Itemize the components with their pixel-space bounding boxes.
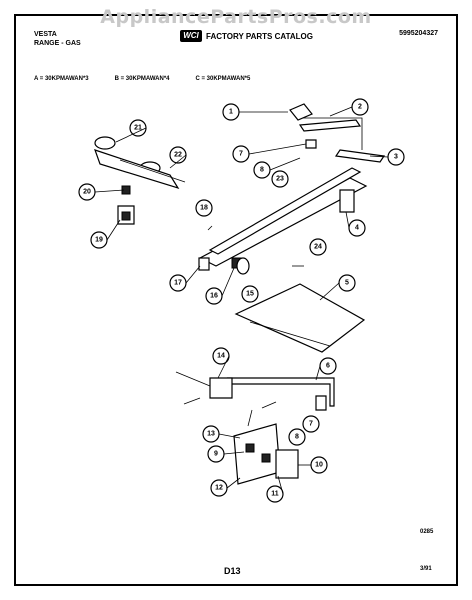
catalog-number: 5995204327 xyxy=(399,30,438,37)
callout-17: 17 xyxy=(169,274,187,292)
burner-assembly xyxy=(94,136,186,225)
svg-text:6: 6 xyxy=(326,363,330,370)
svg-text:20: 20 xyxy=(83,189,91,196)
svg-text:23: 23 xyxy=(276,176,284,183)
callout-8: 8 xyxy=(253,161,271,179)
leader-lines xyxy=(94,106,389,495)
callout-18: 18 xyxy=(195,199,213,217)
wci-logo: WCI xyxy=(180,30,202,42)
svg-text:22: 22 xyxy=(174,152,182,159)
svg-text:1: 1 xyxy=(229,109,233,116)
callout-20: 20 xyxy=(78,183,96,201)
lower-burner xyxy=(175,371,335,411)
callout-22: 22 xyxy=(169,146,187,164)
svg-text:16: 16 xyxy=(210,293,218,300)
callout-2: 2 xyxy=(351,98,369,116)
svg-text:4: 4 xyxy=(355,225,359,232)
model-list: A = 30KPMAWAN*3 B = 30KPMAWAN*4 C = 30KP… xyxy=(34,76,250,82)
svg-text:8: 8 xyxy=(260,167,264,174)
svg-text:2: 2 xyxy=(358,104,362,111)
category-label: RANGE - GAS xyxy=(34,40,81,47)
callout-8b: 8 xyxy=(288,428,306,446)
callout-21: 21 xyxy=(129,119,147,137)
model-a: A = 30KPMAWAN*3 xyxy=(34,76,89,82)
callout-10: 10 xyxy=(310,456,328,474)
callout-7b: 7 xyxy=(302,415,320,433)
brand-label: VESTA xyxy=(34,31,57,38)
svg-text:18: 18 xyxy=(200,205,208,212)
svg-text:10: 10 xyxy=(315,462,323,469)
svg-text:19: 19 xyxy=(95,237,103,244)
svg-text:8: 8 xyxy=(295,434,299,441)
header-center: WCI FACTORY PARTS CATALOG xyxy=(180,30,313,42)
svg-text:15: 15 xyxy=(246,291,254,298)
heat-shield xyxy=(234,283,366,353)
spark-module xyxy=(233,401,299,485)
svg-text:24: 24 xyxy=(314,244,322,251)
callout-16: 16 xyxy=(205,287,223,305)
callout-24: 24 xyxy=(309,238,327,256)
svg-text:17: 17 xyxy=(174,280,182,287)
svg-text:7: 7 xyxy=(239,151,243,158)
svg-text:21: 21 xyxy=(134,125,142,132)
callout-5: 5 xyxy=(338,274,356,292)
model-c: C = 30KPMAWAN*5 xyxy=(195,76,251,82)
callout-6: 6 xyxy=(319,357,337,375)
callout-4: 4 xyxy=(348,219,366,237)
catalog-title: FACTORY PARTS CATALOG xyxy=(206,31,313,41)
page-frame xyxy=(14,14,458,586)
callout-19: 19 xyxy=(90,231,108,249)
svg-text:5: 5 xyxy=(345,280,349,287)
model-b: B = 30KPMAWAN*4 xyxy=(114,76,170,82)
svg-text:13: 13 xyxy=(207,431,215,438)
callout-1: 1 xyxy=(222,103,240,121)
svg-text:9: 9 xyxy=(214,451,218,458)
callout-11: 11 xyxy=(266,485,284,503)
callout-23: 23 xyxy=(271,170,289,188)
footer-code: 0285 xyxy=(420,529,434,535)
svg-text:3: 3 xyxy=(394,154,398,161)
svg-text:11: 11 xyxy=(271,491,279,498)
callout-15: 15 xyxy=(241,285,259,303)
callout-13: 13 xyxy=(202,425,220,443)
svg-text:14: 14 xyxy=(217,353,225,360)
callout-7: 7 xyxy=(232,145,250,163)
footer-date: 3/91 xyxy=(420,566,432,572)
svg-text:12: 12 xyxy=(215,485,223,492)
header-left: VESTA RANGE - GAS xyxy=(34,30,81,48)
svg-text:7: 7 xyxy=(309,421,313,428)
callout-12: 12 xyxy=(210,479,228,497)
manifold-assembly xyxy=(198,103,386,275)
callout-3: 3 xyxy=(387,148,405,166)
callout-9: 9 xyxy=(207,445,225,463)
footer-page: D13 xyxy=(224,566,241,576)
